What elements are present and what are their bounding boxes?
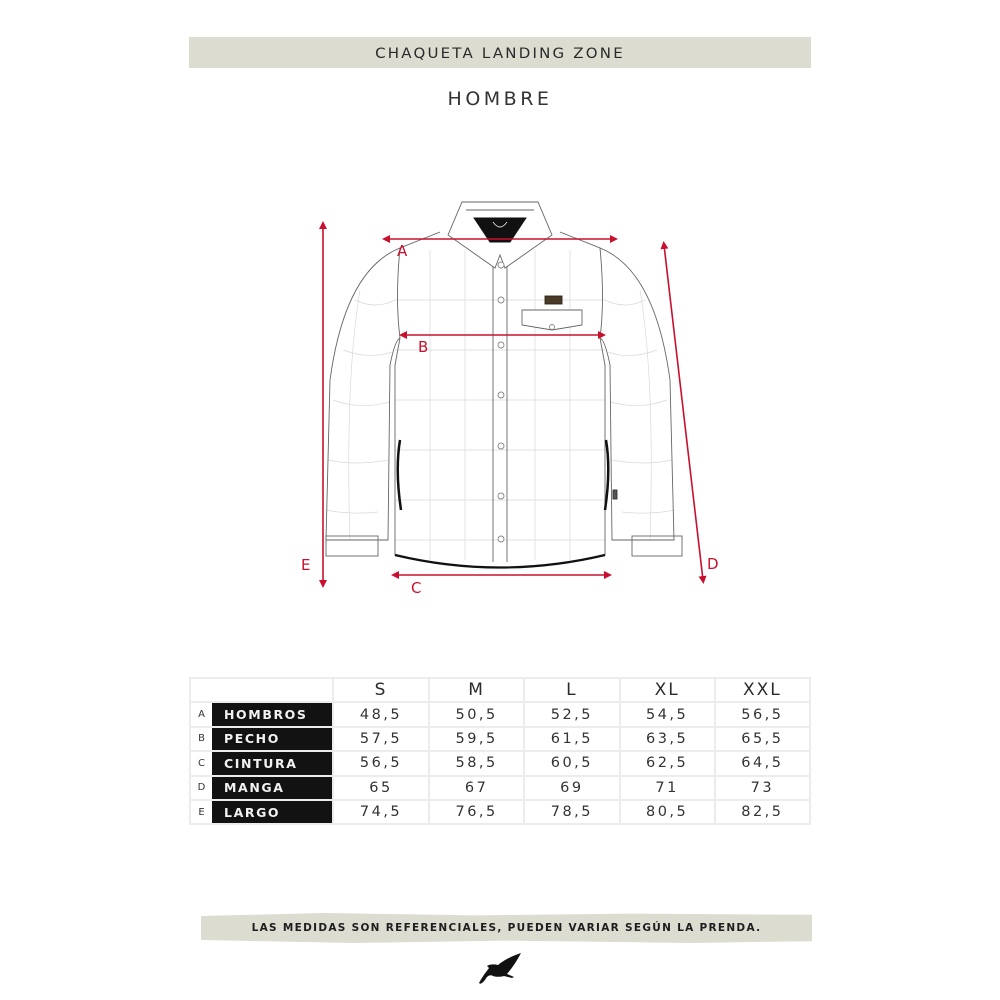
page-title: CHAQUETA LANDING ZONE bbox=[375, 43, 625, 62]
label-b: B bbox=[418, 338, 428, 356]
disclaimer-banner: LAS MEDIDAS SON REFERENCIALES, PUEDEN VA… bbox=[201, 913, 812, 943]
cell-value: 63,5 bbox=[618, 725, 716, 753]
row-label: PECHO bbox=[212, 725, 334, 753]
cell-value: 54,5 bbox=[618, 701, 716, 728]
arrow-d bbox=[660, 241, 707, 584]
cell-value: 67 bbox=[427, 774, 526, 801]
cell-value: 48,5 bbox=[332, 701, 430, 728]
row-letter: D bbox=[189, 774, 212, 801]
row-letter: C bbox=[189, 750, 212, 777]
cell-value: 57,5 bbox=[332, 725, 430, 753]
cell-value: 56,5 bbox=[713, 701, 812, 728]
row-letter: B bbox=[189, 725, 212, 753]
column-header-m: M bbox=[427, 676, 526, 704]
table-row-pecho: B PECHO 57,5 59,5 61,5 63,5 65,5 bbox=[189, 725, 812, 753]
header-blank-cell bbox=[189, 676, 334, 704]
cell-value: 82,5 bbox=[713, 798, 812, 826]
eagle-icon bbox=[479, 953, 521, 984]
row-letter: E bbox=[189, 798, 212, 826]
table-header-row: S M L XL XXL bbox=[189, 676, 812, 704]
disclaimer-text: LAS MEDIDAS SON REFERENCIALES, PUEDEN VA… bbox=[251, 922, 762, 934]
column-header-l: L bbox=[523, 676, 621, 704]
cell-value: 52,5 bbox=[523, 701, 621, 728]
column-header-s: S bbox=[332, 676, 430, 704]
label-a: A bbox=[397, 242, 408, 260]
label-d: D bbox=[707, 555, 719, 573]
cell-value: 65 bbox=[332, 774, 430, 801]
row-label: MANGA bbox=[212, 774, 334, 801]
size-table: S M L XL XXL A HOMBROS 48,5 50,5 52,5 54… bbox=[189, 676, 812, 826]
label-c: C bbox=[411, 579, 421, 597]
gender-subtitle: HOMBRE bbox=[447, 88, 553, 110]
cell-value: 59,5 bbox=[427, 725, 526, 753]
jacket-outline bbox=[325, 201, 683, 569]
measurement-arrows bbox=[319, 221, 707, 588]
cell-value: 64,5 bbox=[713, 750, 812, 777]
cell-value: 73 bbox=[713, 774, 812, 801]
row-letter: A bbox=[189, 701, 212, 728]
cell-value: 60,5 bbox=[523, 750, 621, 777]
table-row-cintura: C CINTURA 56,5 58,5 60,5 62,5 64,5 bbox=[189, 750, 812, 777]
cell-value: 56,5 bbox=[332, 750, 430, 777]
label-e: E bbox=[301, 556, 310, 574]
cell-value: 65,5 bbox=[713, 725, 812, 753]
column-header-xxl: XXL bbox=[713, 676, 812, 704]
cell-value: 50,5 bbox=[427, 701, 526, 728]
table-row-hombros: A HOMBROS 48,5 50,5 52,5 54,5 56,5 bbox=[189, 701, 812, 728]
jacket-diagram: A B C D E bbox=[301, 201, 719, 597]
table-row-largo: E LARGO 74,5 76,5 78,5 80,5 82,5 bbox=[189, 798, 812, 826]
row-label: CINTURA bbox=[212, 750, 334, 777]
cell-value: 69 bbox=[523, 774, 621, 801]
row-label: HOMBROS bbox=[212, 701, 334, 728]
cell-value: 74,5 bbox=[332, 798, 430, 826]
cell-value: 78,5 bbox=[523, 798, 621, 826]
cell-value: 58,5 bbox=[427, 750, 526, 777]
cell-value: 80,5 bbox=[618, 798, 716, 826]
cell-value: 76,5 bbox=[427, 798, 526, 826]
cell-value: 61,5 bbox=[523, 725, 621, 753]
title-bar: CHAQUETA LANDING ZONE bbox=[189, 37, 811, 68]
table-row-manga: D MANGA 65 67 69 71 73 bbox=[189, 774, 812, 801]
cell-value: 62,5 bbox=[618, 750, 716, 777]
row-label: LARGO bbox=[212, 798, 334, 826]
cell-value: 71 bbox=[618, 774, 716, 801]
column-header-xl: XL bbox=[618, 676, 716, 704]
